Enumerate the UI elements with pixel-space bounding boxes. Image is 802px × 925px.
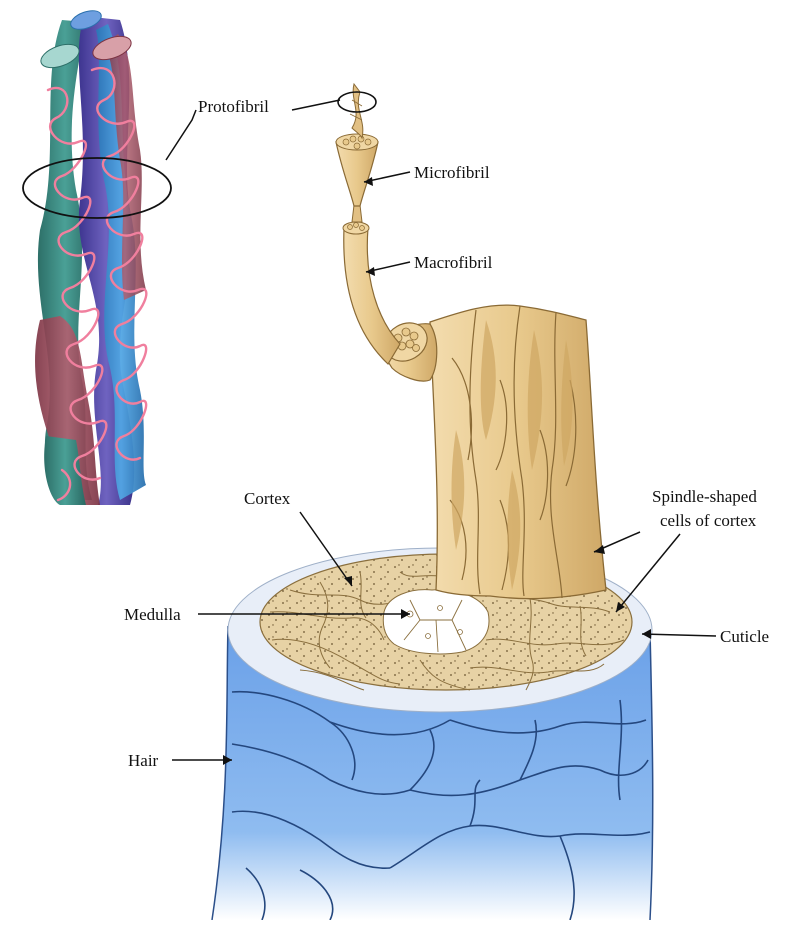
label-hair: Hair xyxy=(128,751,159,770)
medulla-region xyxy=(383,590,489,654)
label-spindle-line2: cells of cortex xyxy=(660,511,757,530)
label-microfibril: Microfibril xyxy=(414,163,490,182)
macrofibril-strand xyxy=(336,84,437,381)
protofibril-magnified xyxy=(23,7,171,505)
label-medulla: Medulla xyxy=(124,605,181,624)
label-macrofibril: Macrofibril xyxy=(414,253,493,272)
label-protofibril: Protofibril xyxy=(198,97,269,116)
label-spindle-line1: Spindle-shaped xyxy=(652,487,757,506)
label-cuticle: Cuticle xyxy=(720,627,769,646)
label-cortex: Cortex xyxy=(244,489,291,508)
spindle-cells-column xyxy=(430,305,606,598)
